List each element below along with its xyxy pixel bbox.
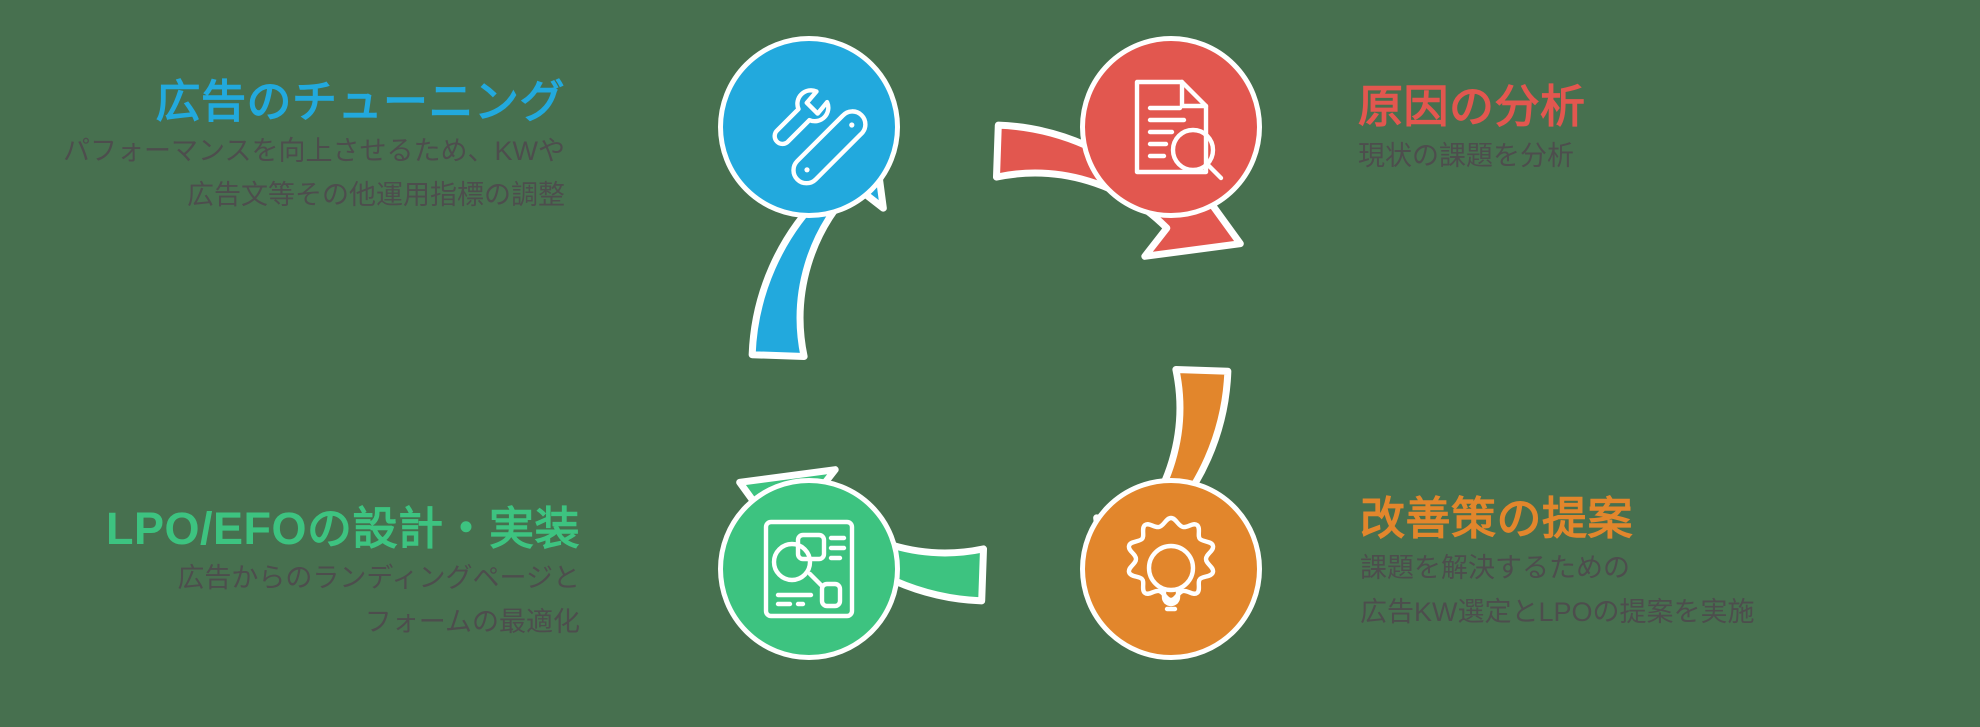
step-circle-analysis[interactable]	[1080, 36, 1262, 218]
document-search-icon	[1134, 79, 1224, 181]
step-text-proposal: 改善策の提案 課題を解決するための 広告KW選定とLPOの提案を実施	[1360, 495, 1960, 629]
step-text-lpo: LPO/EFOの設計・実装 広告からのランディングページと フォームの最適化	[10, 505, 580, 639]
wireframe-layout-icon	[763, 519, 855, 619]
step-circle-proposal[interactable]	[1080, 478, 1262, 660]
step-desc-lpo-line-1: 広告からのランディングページと	[177, 563, 580, 594]
step-desc-lpo-line-2: フォームの最適化	[364, 606, 580, 637]
step-heading-lpo: LPO/EFOの設計・実装	[105, 503, 580, 554]
circle-disc-tuning	[718, 36, 900, 218]
circle-disc-analysis	[1080, 36, 1262, 218]
circle-disc-proposal	[1080, 478, 1262, 660]
step-heading-tuning: 広告のチューニング	[155, 76, 565, 127]
step-circle-lpo[interactable]	[718, 478, 900, 660]
step-desc-tuning-line-1: パフォーマンスを向上させるため、KWや	[63, 136, 565, 167]
step-text-analysis: 原因の分析 現状の課題を分析	[1358, 83, 1958, 174]
step-desc-analysis-line-1: 現状の課題を分析	[1358, 141, 1574, 172]
step-heading-proposal: 改善策の提案	[1360, 493, 1634, 544]
gear-lightbulb-icon	[1126, 515, 1216, 612]
step-circle-tuning[interactable]	[718, 36, 900, 218]
step-heading-analysis: 原因の分析	[1358, 81, 1586, 132]
wrench-screwdriver-icon	[772, 88, 868, 186]
step-text-tuning: 広告のチューニング パフォーマンスを向上させるため、KWや 広告文等その他運用指…	[20, 78, 565, 212]
step-desc-proposal-line-2: 広告KW選定とLPOの提案を実施	[1360, 596, 1755, 627]
step-desc-tuning-line-2: 広告文等その他運用指標の調整	[187, 179, 565, 210]
step-desc-proposal-line-1: 課題を解決するための	[1360, 553, 1630, 584]
